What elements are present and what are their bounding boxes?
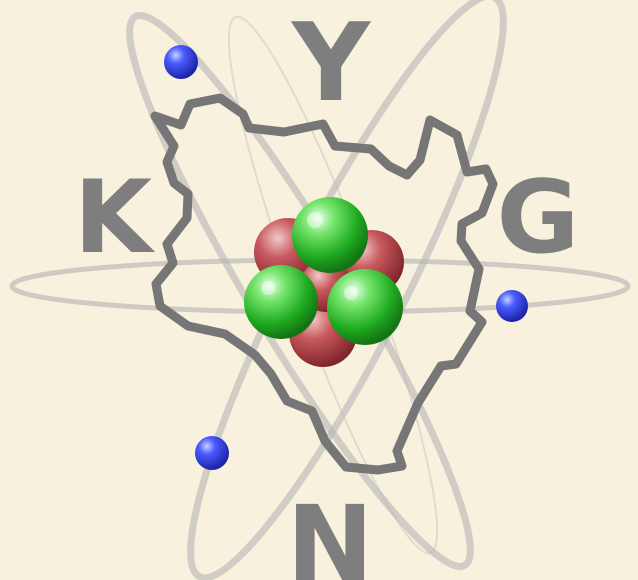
neutron-left bbox=[244, 265, 318, 339]
neutron-top bbox=[292, 197, 368, 273]
nucleus-group bbox=[244, 197, 404, 367]
letter-bottom: N bbox=[286, 483, 373, 580]
electron-top-left bbox=[164, 45, 198, 79]
electron-right bbox=[496, 290, 528, 322]
electron-group bbox=[164, 45, 528, 470]
letter-left: K bbox=[74, 158, 156, 276]
country-outline-icon bbox=[150, 93, 498, 475]
neutron-right bbox=[327, 269, 403, 345]
nucleus-highlight-right bbox=[344, 286, 358, 300]
letter-right: G bbox=[497, 158, 580, 276]
electron-bottom-left bbox=[195, 436, 229, 470]
nucleus-highlight-top bbox=[307, 212, 323, 228]
nucleus-highlight-left bbox=[261, 281, 275, 295]
letter-top: Y bbox=[290, 1, 372, 126]
